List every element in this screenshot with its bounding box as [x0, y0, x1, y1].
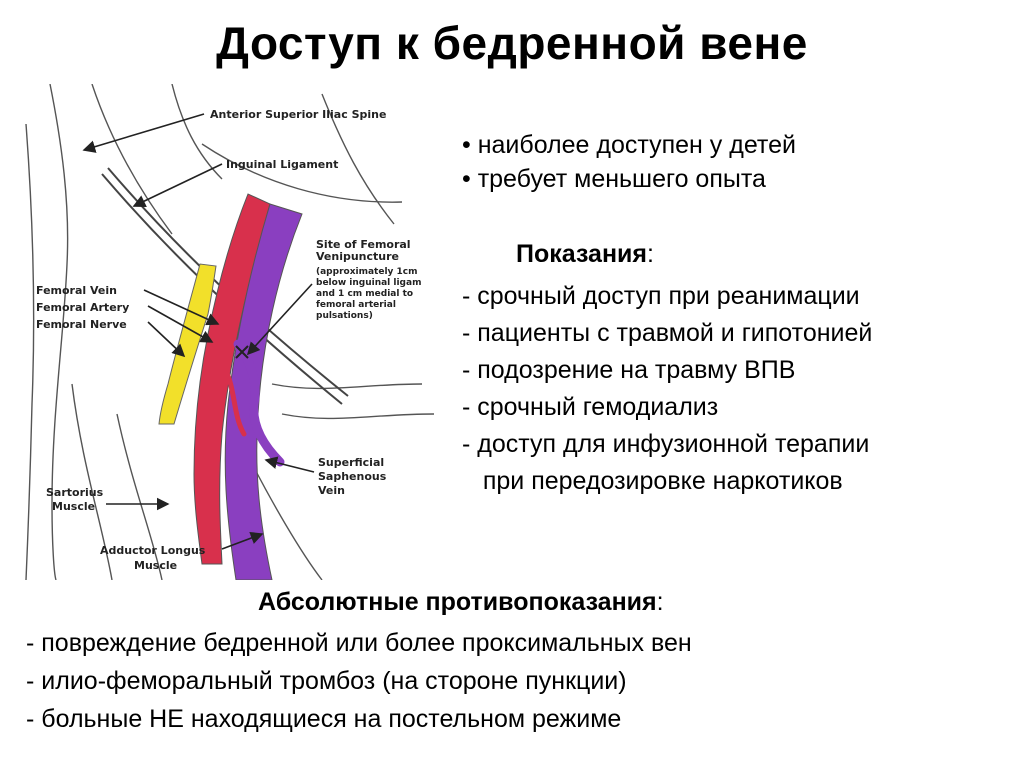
label-sartorius-muscle: Sartorius Muscle	[46, 486, 104, 513]
branch-artery-shape	[219, 361, 247, 437]
label-arrows	[82, 113, 315, 550]
svg-text:femoral arterial: femoral arterial	[316, 300, 396, 310]
list-item: - доступ для инфузионной терапии	[462, 430, 870, 458]
svg-text:Superficial: Superficial	[318, 456, 384, 469]
svg-text:Muscle: Muscle	[52, 500, 95, 513]
list-item: при передозировке наркотиков	[462, 467, 843, 495]
svg-text:Vein: Vein	[318, 484, 345, 497]
svg-text:and 1 cm medial to: and 1 cm medial to	[316, 289, 413, 299]
svg-text:(approximately 1cm: (approximately 1cm	[316, 267, 418, 277]
venipuncture-site-mark	[235, 345, 249, 359]
svg-text:Saphenous: Saphenous	[318, 470, 387, 483]
saphenous-vein-shape	[233, 339, 285, 467]
label-inguinal-ligament: Inguinal Ligament	[226, 158, 338, 171]
advantages-list: • наиболее доступен у детей • требует ме…	[462, 128, 796, 196]
label-femoral-vein: Femoral Vein	[36, 284, 117, 297]
contraindications-heading: Абсолютные противопоказания:	[258, 588, 664, 616]
list-item: - илио-феморальный тромбоз (на стороне п…	[26, 667, 627, 695]
list-item: - больные НЕ находящиеся на постельном р…	[26, 705, 622, 733]
svg-text:Site of Femoral: Site of Femoral	[316, 238, 411, 251]
list-item: - подозрение на травму ВПВ	[462, 356, 796, 384]
label-femoral-artery: Femoral Artery	[36, 301, 129, 314]
list-item: - пациенты с травмой и гипотонией	[462, 319, 873, 347]
svg-text:pulsations): pulsations)	[316, 311, 373, 321]
list-item: - повреждение бедренной или более прокси…	[26, 629, 692, 657]
list-item: - срочный гемодиализ	[462, 393, 719, 421]
page-title: Доступ к бедренной вене	[216, 17, 808, 69]
leg-outline	[25, 84, 434, 580]
femoral-anatomy-diagram: Anterior Superior Iliac Spine Inguinal L…	[22, 84, 434, 580]
label-adductor-longus-muscle: Adductor Longus Muscle	[100, 544, 206, 572]
list-item: • требует меньшего опыта	[462, 165, 766, 193]
list-item: • наиболее доступен у детей	[462, 131, 796, 159]
svg-text:Muscle: Muscle	[134, 559, 177, 572]
label-femoral-nerve: Femoral Nerve	[36, 318, 127, 331]
label-venipuncture-site: Site of Femoral Venipuncture (approximat…	[316, 238, 421, 321]
label-superficial-saphenous-vein: Superficial Saphenous Vein	[318, 456, 387, 497]
svg-text:Venipuncture: Venipuncture	[316, 250, 399, 263]
list-item: - срочный доступ при реанимации	[462, 282, 860, 310]
indications-heading: Показания:	[516, 240, 654, 268]
contraindications-list: - повреждение бедренной или более прокси…	[26, 624, 692, 738]
svg-text:Sartorius: Sartorius	[46, 486, 104, 499]
svg-text:Adductor Longus: Adductor Longus	[100, 544, 206, 557]
indications-list: - срочный доступ при реанимации - пациен…	[462, 278, 872, 500]
femoral-nerve-shape	[158, 263, 217, 425]
label-anterior-superior-iliac-spine: Anterior Superior Iliac Spine	[210, 108, 386, 121]
svg-text:below inguinal ligam: below inguinal ligam	[316, 278, 421, 288]
